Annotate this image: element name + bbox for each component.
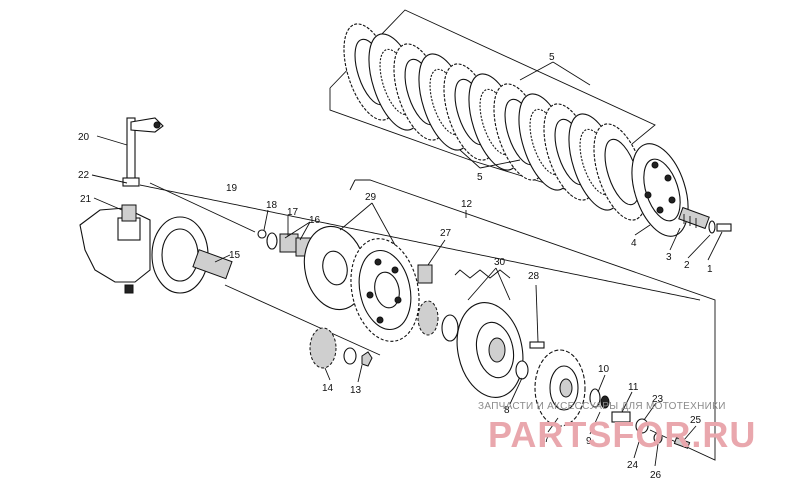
callout-30: 30 xyxy=(494,257,506,268)
bolt-28 xyxy=(529,341,545,349)
callout-3: 3 xyxy=(666,252,672,263)
clutch-basket xyxy=(454,269,524,398)
primary-ring-gear xyxy=(350,238,420,342)
release-lever xyxy=(122,117,164,187)
callout-29: 29 xyxy=(365,192,377,203)
callout-17: 17 xyxy=(287,207,299,218)
pressure-plate xyxy=(631,143,689,237)
callout-19: 19 xyxy=(226,183,238,194)
callout-15: 15 xyxy=(229,250,241,261)
watermark: ЗАПЧАСТИ И АКСЕССУАРЫ ДЛЯ МОТОТЕХНИКИ PA… xyxy=(478,401,756,455)
callout-9: 9 xyxy=(586,436,592,447)
callout-5-bottom: 5 xyxy=(477,172,483,183)
callout-14: 14 xyxy=(322,383,334,394)
callout-21: 21 xyxy=(80,194,92,205)
callout-28: 28 xyxy=(528,271,540,282)
callout-8: 8 xyxy=(504,405,510,416)
callout-27: 27 xyxy=(440,228,452,239)
callout-23: 23 xyxy=(652,394,664,405)
callout-25: 25 xyxy=(690,415,702,426)
assembly-axis-lines xyxy=(139,179,716,461)
callout-1: 1 xyxy=(707,264,713,275)
plate-group xyxy=(343,23,647,221)
callout-18: 18 xyxy=(266,200,278,211)
callout-20: 20 xyxy=(78,132,90,143)
friction-disk xyxy=(303,225,367,311)
engine-case xyxy=(79,204,233,294)
callout-26: 26 xyxy=(650,470,662,481)
leader-lines xyxy=(91,61,723,467)
callout-10: 10 xyxy=(598,364,610,375)
clutch-plate-stack xyxy=(329,9,656,221)
callout-5-top: 5 xyxy=(549,52,555,63)
callout-13: 13 xyxy=(350,385,362,396)
watermark-brand: PARTSFOR.RU xyxy=(488,414,756,455)
pushrod xyxy=(149,182,256,233)
bushing-gear xyxy=(417,264,459,342)
callout-11: 11 xyxy=(628,382,639,393)
callout-2: 2 xyxy=(684,260,690,271)
callout-labels: 1 2 3 4 5 5 7 8 9 10 11 12 13 14 15 16 1… xyxy=(78,52,713,481)
inner-clutch-hub xyxy=(534,349,586,427)
washer-8 xyxy=(515,360,529,380)
callout-24: 24 xyxy=(627,460,639,471)
callout-4: 4 xyxy=(631,238,637,249)
hub-fasteners xyxy=(589,388,691,449)
callout-16: 16 xyxy=(309,215,321,226)
spring-bolt-assembly xyxy=(678,206,732,234)
drive-pinion xyxy=(309,327,373,369)
callout-12: 12 xyxy=(461,199,473,210)
callout-7: 7 xyxy=(544,434,550,445)
watermark-tagline: ЗАПЧАСТИ И АКСЕССУАРЫ ДЛЯ МОТОТЕХНИКИ xyxy=(478,401,726,412)
callout-22: 22 xyxy=(78,170,90,181)
